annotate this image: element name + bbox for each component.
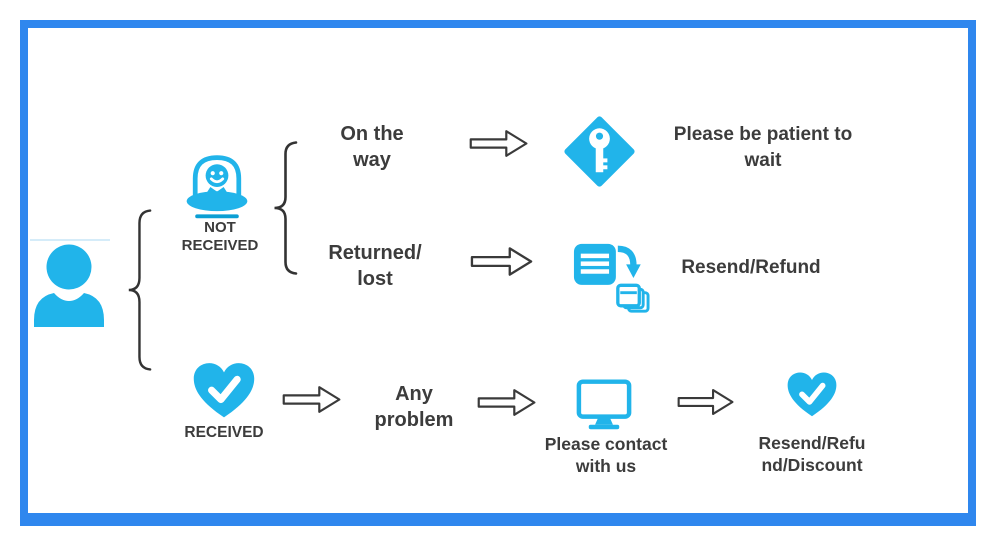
any-problem-label: Any problem <box>344 381 484 433</box>
resend-refund-label-line1: Resend/Refund <box>681 257 821 278</box>
customer-person-icon <box>30 243 108 329</box>
resolution-label-line2: nd/Discount <box>761 455 863 475</box>
arrow-right-icon <box>281 384 343 415</box>
received-label-line1: RECEIVED <box>184 424 264 441</box>
be-patient-label: Please be patient to wait <box>623 122 903 174</box>
returned-lost-label-line2: lost <box>357 268 393 290</box>
not-received-label-line2: RECEIVED <box>181 236 259 254</box>
not-received-label-line1: NOT <box>204 219 236 236</box>
returned-lost-label-line1: Returned/ <box>328 242 422 264</box>
heart-check-icon <box>784 370 840 420</box>
on-the-way-label: On the way <box>302 121 442 173</box>
arrow-right-icon <box>676 387 736 417</box>
curly-brace-sub <box>272 140 298 276</box>
contact-us-label-line2: with us <box>575 456 637 476</box>
decorative-line <box>30 239 110 241</box>
on-the-way-label-line2: way <box>353 149 391 171</box>
arrow-right-icon <box>470 245 534 278</box>
resend-refund-label: Resend/Refund <box>651 255 851 281</box>
arrow-right-icon <box>468 128 530 159</box>
contact-us-label-line1: Please contact <box>544 434 668 454</box>
not-received-label: NOT RECEIVED <box>150 219 290 254</box>
arrow-right-icon <box>476 387 538 418</box>
on-the-way-label-line1: On the <box>340 123 404 145</box>
be-patient-label-line2: wait <box>744 150 782 171</box>
diagram-border-frame <box>20 20 976 526</box>
be-patient-label-line1: Please be patient to <box>673 124 853 145</box>
curly-brace-main <box>126 202 152 378</box>
resend-documents-icon <box>572 240 650 318</box>
heart-check-icon <box>188 360 260 422</box>
alien-ufo-icon <box>178 150 256 222</box>
key-diamond-icon <box>560 112 639 191</box>
resolution-label-line1: Resend/Refu <box>758 433 866 453</box>
contact-us-label: Please contact with us <box>516 433 696 477</box>
any-problem-label-line2: problem <box>374 409 454 431</box>
received-label: RECEIVED <box>152 424 296 442</box>
returned-lost-label: Returned/ lost <box>302 240 448 292</box>
any-problem-label-line1: Any <box>395 383 433 405</box>
monitor-icon <box>573 379 635 431</box>
resolution-label: Resend/Refu nd/Discount <box>722 432 902 476</box>
